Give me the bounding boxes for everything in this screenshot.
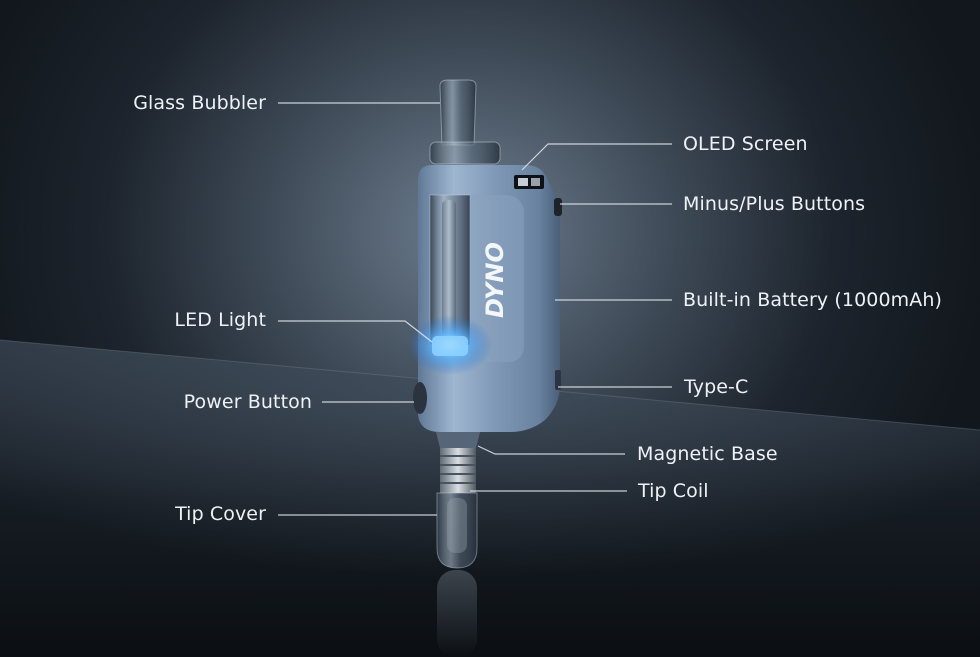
power-button: [413, 382, 427, 414]
dyno-logo: DYNO: [481, 242, 509, 318]
type-c-port: [555, 370, 561, 390]
led-light: [432, 336, 468, 356]
leader-oled-screen: [521, 143, 672, 171]
tip-reflection: [437, 570, 477, 657]
callout-glass-bubbler: Glass Bubbler: [133, 92, 266, 114]
body-bevel: [470, 195, 524, 362]
magnetic-base: [436, 432, 480, 448]
callout-tip-coil: Tip Coil: [638, 480, 709, 502]
glass-bubbler-mouthpiece: [439, 79, 477, 146]
callout-led-light: LED Light: [174, 309, 266, 331]
oled-digits: [518, 178, 528, 186]
callout-power-button: Power Button: [183, 391, 312, 413]
callout-magnetic-base: Magnetic Base: [637, 443, 778, 465]
leader-magnetic-base: [477, 445, 625, 455]
callout-oled-screen: OLED Screen: [683, 133, 808, 155]
callout-built-in-battery: Built-in Battery (1000mAh): [683, 289, 942, 311]
leader-led-light: [278, 320, 433, 343]
callout-type-c: Type-C: [684, 376, 749, 398]
oled-digits: [531, 178, 540, 186]
glass-bubbler-top: [429, 141, 501, 165]
tip-cover: [436, 492, 478, 569]
minus-plus-buttons: [554, 198, 562, 216]
callout-minus-plus-buttons: Minus/Plus Buttons: [683, 193, 866, 215]
tip-cover-inner: [447, 498, 467, 553]
inner-tube: [442, 200, 456, 340]
callout-tip-cover: Tip Cover: [175, 503, 266, 525]
